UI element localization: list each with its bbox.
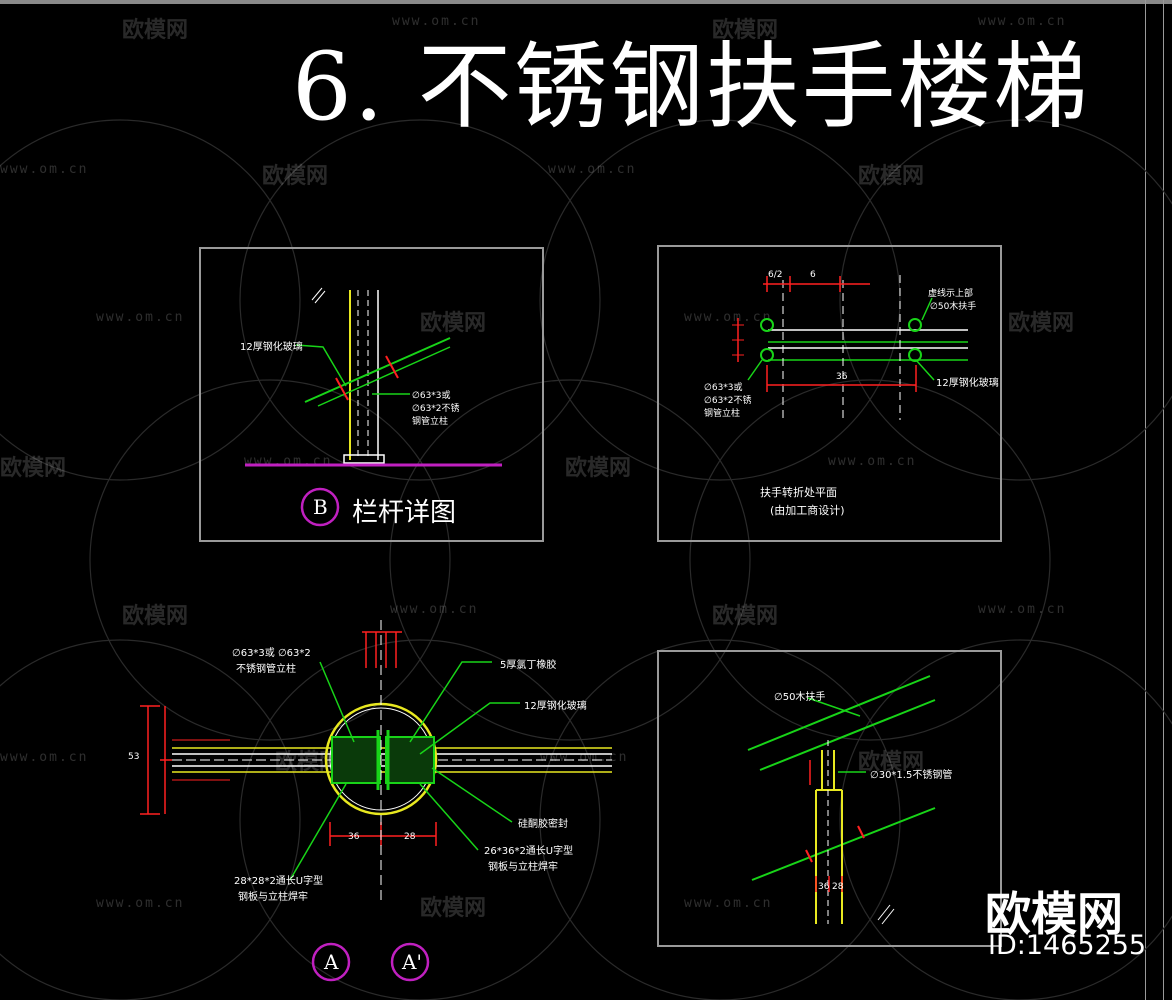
- plan-caption-2: (由加工商设计): [770, 504, 845, 517]
- detail-a-drawing: [140, 620, 612, 982]
- detail-b-glass-label: 12厚钢化玻璃: [240, 342, 303, 353]
- plan-label-top-1: 虚线示上部: [928, 289, 974, 299]
- panel-detail-rail: [657, 650, 1002, 947]
- watermark-url: www.om.cn: [96, 896, 185, 911]
- plan-dim-top-1: 6/2: [768, 270, 783, 280]
- plan-label-left-3: 钢管立柱: [704, 409, 741, 419]
- detail-a-post-label-1: ∅63*3或 ∅63*2: [232, 648, 311, 659]
- watermark-url: www.om.cn: [96, 310, 185, 325]
- detail-a-symbol: A: [324, 950, 339, 974]
- watermark-url: www.om.cn: [548, 162, 637, 177]
- watermark-url: www.om.cn: [0, 750, 89, 765]
- watermark-url: www.om.cn: [0, 162, 89, 177]
- detail-a-left-label-2: 钢板与立柱焊牢: [238, 892, 308, 903]
- detail-a-dim-side: 53: [128, 752, 140, 762]
- rail-tube-label: ∅30*1.5不锈钢管: [870, 770, 953, 781]
- detail-a2-symbol: A': [402, 950, 422, 974]
- watermark-brand: 欧模网: [858, 164, 925, 189]
- detail-b-post-label-1: ∅63*3或: [412, 391, 451, 401]
- rail-handrail-label: ∅50木扶手: [774, 692, 826, 703]
- detail-rail-drawing: [747, 675, 936, 925]
- rail-dim-2: 28: [832, 882, 844, 892]
- watermark-brand: 欧模网: [262, 164, 329, 189]
- plan-caption-1: 扶手转折处平面: [760, 486, 837, 499]
- watermark-brand: 欧模网: [0, 456, 67, 481]
- detail-a-dim-2: 28: [404, 832, 416, 842]
- plan-glass-label: 12厚钢化玻璃: [936, 378, 999, 389]
- plan-label-top-2: ∅50木扶手: [930, 302, 977, 312]
- detail-b-drawing: [245, 287, 502, 527]
- watermark-brand: 欧模网: [858, 750, 925, 775]
- detail-plan-drawing: [732, 275, 968, 420]
- detail-a-bracket-label-2: 钢板与立柱焊牢: [488, 862, 558, 873]
- plan-label-left-1: ∅63*3或: [704, 383, 743, 393]
- watermark-url: www.om.cn: [390, 602, 479, 617]
- detail-a-bracket-label-1: 26*36*2通长U字型: [484, 846, 574, 857]
- drawing-border-line: [1163, 0, 1164, 1000]
- drawing-title: 6. 不锈钢扶手楼梯: [292, 33, 1090, 142]
- watermark-brand: 欧模网: [565, 456, 632, 481]
- watermark-url: www.om.cn: [684, 896, 773, 911]
- drawing-border-line: [1145, 0, 1146, 1000]
- panel-detail-plan: [657, 245, 1002, 542]
- watermark-brand: 欧模网: [712, 18, 779, 43]
- watermark-brand: 欧模网: [122, 18, 189, 43]
- watermark-url: www.om.cn: [684, 310, 773, 325]
- detail-b-post-label-2: ∅63*2不锈: [412, 404, 460, 414]
- watermark-brand: 欧模网: [122, 604, 189, 629]
- top-toolbar-strip: [0, 0, 1172, 4]
- watermark-url: www.om.cn: [978, 14, 1067, 29]
- watermark-brand: 欧模网: [420, 311, 487, 336]
- detail-b-caption: 栏杆详图: [352, 498, 457, 528]
- panel-detail-b: [199, 247, 544, 542]
- watermark-brand: 欧模网: [1008, 311, 1075, 336]
- plan-dim-bottom: 36: [836, 372, 848, 382]
- detail-a-rubber-label: 5厚氯丁橡胶: [500, 660, 557, 671]
- detail-b-symbol: B: [313, 495, 328, 519]
- detail-a-sealant-label: 硅酮胶密封: [518, 819, 568, 830]
- detail-a-dim-1: 36: [348, 832, 360, 842]
- watermark-brand: 欧模网: [420, 896, 487, 921]
- brand-id: ID:1465255: [988, 930, 1147, 961]
- plan-dim-top-2: 6: [810, 270, 816, 280]
- detail-a-post-label-2: 不锈钢管立柱: [236, 664, 296, 675]
- brand-logo: 欧模网: [985, 887, 1123, 941]
- detail-a-glass-label: 12厚钢化玻璃: [524, 701, 587, 712]
- watermark-url: www.om.cn: [978, 602, 1067, 617]
- watermark-url: www.om.cn: [828, 454, 917, 469]
- detail-a-left-label-1: 28*28*2通长U字型: [234, 876, 324, 887]
- watermark-url: www.om.cn: [392, 14, 481, 29]
- plan-label-left-2: ∅63*2不锈: [704, 396, 752, 406]
- rail-dim-1: 36: [818, 882, 830, 892]
- watermark-brand: 欧模网: [712, 604, 779, 629]
- detail-b-post-label-3: 钢管立柱: [412, 417, 449, 427]
